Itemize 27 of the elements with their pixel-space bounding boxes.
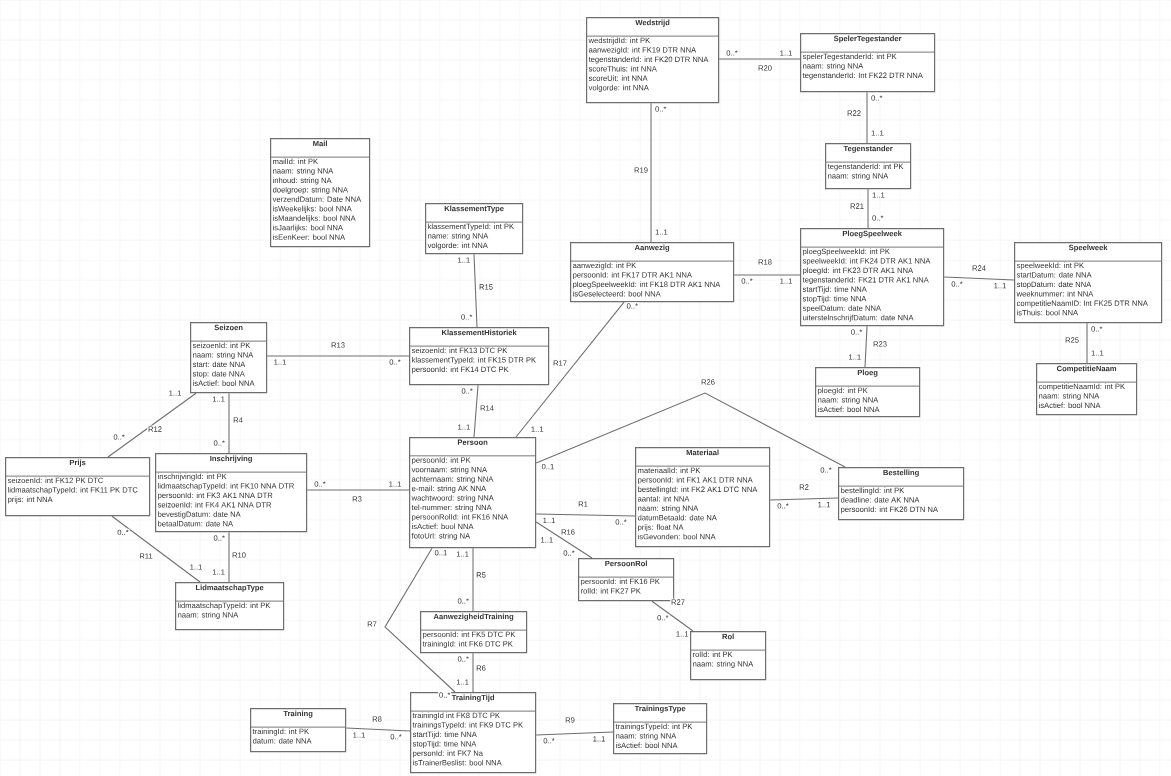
relationship-line [1086, 322, 1088, 364]
relationship-line [867, 188, 869, 229]
relationship-line [473, 253, 478, 328]
relationship-line [515, 301, 625, 438]
relationship-line [535, 521, 593, 559]
relationship-line [650, 102, 652, 243]
relationship-line [473, 384, 479, 438]
relationship-line [472, 547, 474, 612]
relationship-line [228, 531, 230, 583]
relationship-line [306, 489, 410, 491]
relationship-line [111, 515, 201, 583]
relationship-line [472, 652, 474, 693]
relationship-line [651, 600, 694, 632]
relationship-line [228, 392, 230, 454]
relationship-line [107, 392, 197, 458]
relationship-line [384, 547, 456, 693]
relationship-line [266, 355, 410, 357]
relationship-line [535, 392, 846, 468]
relationship-line [345, 727, 411, 732]
relationship-line [864, 325, 868, 368]
relationship-line [535, 513, 636, 517]
relationship-line [535, 731, 614, 736]
relationship-line [943, 276, 1015, 281]
relationship-line [769, 497, 839, 501]
relationship-line [718, 58, 801, 60]
relationship-line [866, 91, 868, 144]
relationship-line [733, 274, 801, 276]
